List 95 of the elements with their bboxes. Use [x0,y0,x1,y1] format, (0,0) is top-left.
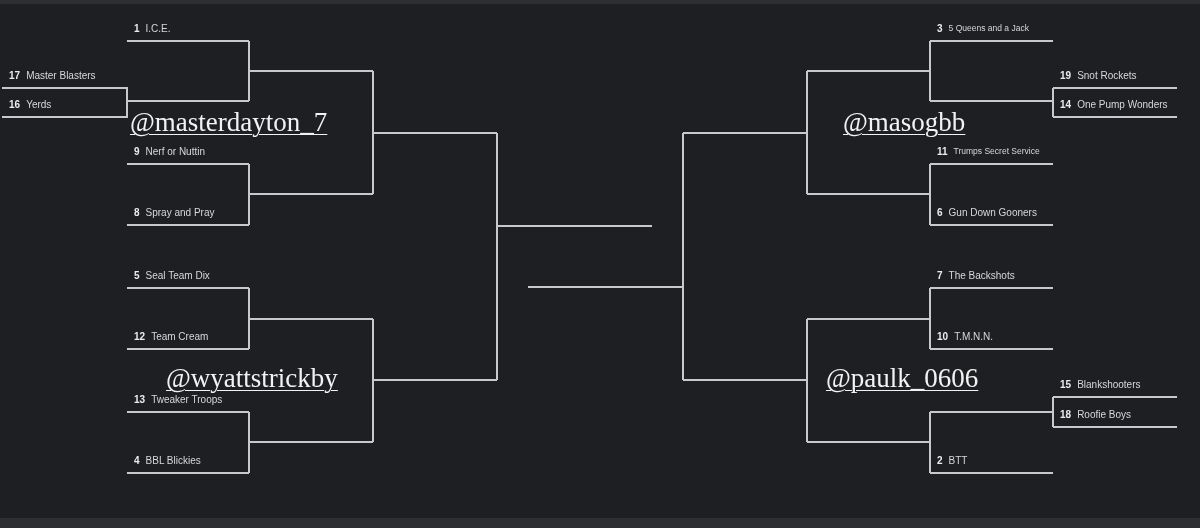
seed-number: 11 [937,145,948,158]
seed-number: 12 [134,330,146,343]
team-name: BBL Blickies [145,454,201,467]
bracket-connector [929,40,931,72]
team-name: Gun Down Gooners [948,206,1037,219]
team-slot [930,269,1053,289]
team-name: One Pump Wonders [1077,98,1168,111]
bracket-connector [372,318,374,381]
seed-number: 9 [134,145,140,158]
bracket-connector [929,193,931,226]
username-label: @wyattstrickby [166,363,338,393]
team-slot [127,393,249,413]
seed-number: 13 [134,393,146,406]
bracket-connector [806,379,808,443]
seed-number: 1 [134,22,140,35]
team-name: BTT [948,454,968,467]
team-name: The Backshots [948,269,1015,282]
team-slot [127,22,249,42]
team-slot [1053,69,1177,89]
username-label: @paulk_0606 [826,363,979,393]
bracket-connector [125,87,128,102]
bracket-connector [372,379,374,443]
bracket-connector [929,318,931,350]
team-name: T.M.N.N. [954,330,993,343]
bracket-connector [806,132,808,195]
team-slot [127,330,249,350]
team-slot [930,206,1053,226]
seed-number: 14 [1060,98,1072,111]
bracket-connector [496,225,498,381]
bracket-connector [248,163,250,195]
team-slot [1053,98,1177,118]
bracket-connector [372,70,374,134]
team-slot [127,454,249,474]
team-slot [2,98,126,118]
seed-number: 4 [134,454,140,467]
team-name: Roofie Boys [1077,408,1132,421]
team-slot [930,330,1053,350]
bracket-connector [929,163,931,195]
bracket-connector [929,411,931,443]
seed-number: 2 [937,454,943,467]
bracket-connector [1052,100,1054,118]
team-name: Spray and Pray [145,206,215,219]
seed-number: 7 [937,269,943,282]
team-name: Nerf or Nuttin [145,145,206,158]
team-name: Seal Team Dix [145,269,210,282]
team-name: Team Cream [151,330,209,343]
seed-number: 17 [9,69,21,82]
team-slot [930,454,1053,474]
seed-number: 10 [937,330,949,343]
bracket-connector [496,132,498,227]
team-name: 5 Queens and a Jack [948,22,1029,35]
team-slot [930,22,1053,42]
seed-number: 19 [1060,69,1072,82]
bracket-connector [682,132,684,288]
team-name: Snot Rockets [1077,69,1137,82]
seed-number: 16 [9,98,21,111]
bracket-connector [248,193,250,226]
team-name: Trumps Secret Service [953,145,1040,158]
bracket-connector [1052,87,1054,102]
bracket-connector [929,287,931,320]
bracket-connector [248,40,250,72]
bracket-connector [125,100,128,118]
seed-number: 8 [134,206,140,219]
team-slot [127,206,249,226]
bracket-connector [372,132,374,195]
bracket-connector [248,287,250,320]
bracket-connector [682,286,684,381]
team-name: Master Blasters [26,69,96,82]
bracket-connector [248,411,250,443]
bracket-connector [1052,396,1054,413]
team-name: Blankshooters [1077,378,1141,391]
bracket-connector [248,318,250,350]
team-slot [930,145,1053,165]
bracket-connector [1052,411,1054,428]
team-name: I.C.E. [145,22,171,35]
team-slot [1053,378,1177,398]
username-label: @masogbb [843,107,966,137]
seed-number: 6 [937,206,943,219]
seed-number: 15 [1060,378,1072,391]
seed-number: 3 [937,22,943,35]
bracket-connector [248,70,250,102]
team-name: Tweaker Troops [151,393,223,406]
bracket-connector [806,70,808,134]
username-label: @masterdayton_7 [130,107,328,137]
team-slot [1053,408,1177,428]
team-slot [127,269,249,289]
team-slot [2,69,126,89]
bracket-connector [248,441,250,474]
bracket-connector [929,70,931,102]
seed-number: 18 [1060,408,1072,421]
seed-number: 5 [134,269,140,282]
bracket-connector [929,441,931,474]
bracket-connector [806,318,808,381]
team-slot [127,145,249,165]
team-name: Yerds [26,98,52,111]
